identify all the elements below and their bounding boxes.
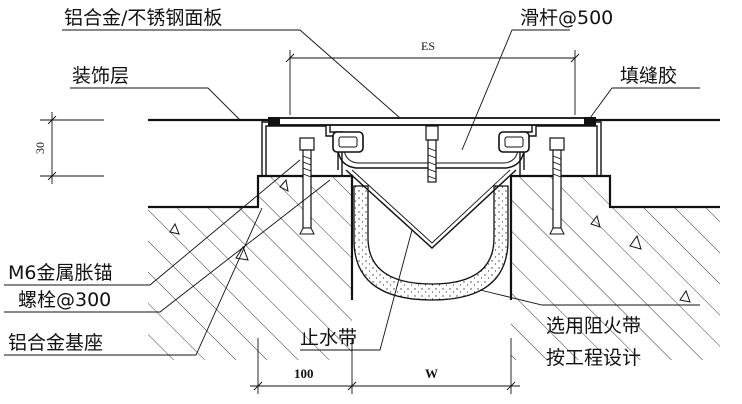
waterstop-label: 止水带: [300, 327, 357, 349]
sealant-label: 填缝胶: [620, 65, 677, 87]
right-anchor-bolt: [549, 137, 565, 235]
slide-rod-label: 滑杆@500: [520, 7, 613, 29]
es-label: ES: [421, 39, 435, 53]
fire-barrier-label-line2: 按工程设计: [546, 347, 641, 369]
center-bolt: [425, 125, 439, 183]
panel-label: 铝合金/不锈钢面板: [64, 7, 222, 29]
right-concrete-slab: [509, 174, 720, 360]
base-label: 铝合金基座: [8, 332, 103, 354]
bottom-dimensions: 100 W: [250, 338, 520, 394]
left-width-label: 100: [294, 366, 314, 381]
thickness-dimension: 30: [33, 112, 104, 184]
anchor-bolt-label-line1: M6金属胀锚: [8, 262, 112, 284]
gap-width-label: W: [425, 366, 438, 381]
leader-lines: [4, 29, 700, 356]
left-concrete-slab: [148, 174, 354, 360]
es-dimension: ES: [285, 39, 580, 115]
fire-barrier-label-line1: 选用阻火带: [546, 315, 641, 337]
waterstop: [345, 169, 517, 249]
cover-plate: [268, 117, 596, 126]
slide-rod: [332, 131, 530, 169]
finish-layer-label: 装饰层: [72, 65, 129, 87]
anchor-bolt-label-line2: 螺栓@300: [18, 289, 111, 311]
fire-barrier: [353, 185, 509, 301]
thickness-label: 30: [33, 142, 47, 154]
left-anchor-bolt: [299, 137, 315, 235]
